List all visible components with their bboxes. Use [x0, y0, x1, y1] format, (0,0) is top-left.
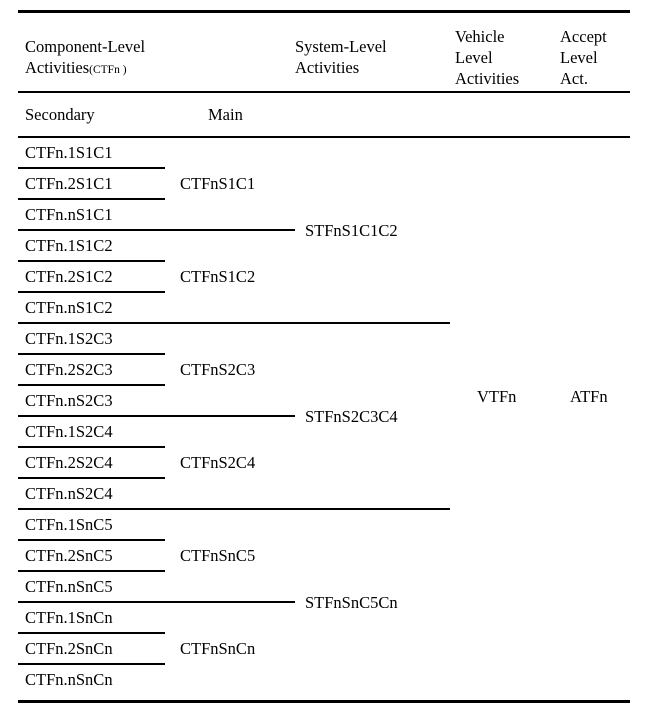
row-separator-rule [18, 353, 165, 355]
secondary-activity-cell: CTFn.1S1C1 [25, 143, 113, 162]
secondary-activity-cell: CTFn.1SnC5 [25, 515, 113, 534]
secondary-activity-cell: CTFn.nS2C4 [25, 484, 113, 503]
row-separator-rule [18, 539, 165, 541]
row-separator-rule [18, 663, 165, 665]
main-activity-cell: CTFnS1C1 [180, 174, 256, 193]
secondary-activity-cell: CTFn.nS1C2 [25, 298, 113, 317]
secondary-activity-cell: CTFn.nS1C1 [25, 205, 113, 224]
main-activity-cell: CTFnS2C3 [180, 360, 256, 379]
main-activity-cell: CTFnS1C2 [180, 267, 256, 286]
vehicle-activity-cell: VTFn [477, 387, 517, 406]
subheader-secondary: Secondary [25, 105, 95, 124]
secondary-activity-cell: CTFn.2S1C2 [25, 267, 113, 286]
system-activity-cell: STFnS1C1C2 [305, 221, 398, 240]
secondary-activity-cell: CTFn.2S1C1 [25, 174, 113, 193]
trio-separator-rule [18, 601, 295, 603]
header-separator-rule [18, 91, 630, 93]
column-header-component-label: Component-Level Activities [25, 37, 146, 77]
main-activity-cell: CTFnSnCn [180, 639, 256, 658]
secondary-activity-cell: CTFn.nSnCn [25, 670, 113, 689]
row-separator-rule [18, 632, 165, 634]
row-separator-rule [18, 260, 165, 262]
row-separator-rule [18, 570, 165, 572]
group-separator-rule [18, 508, 450, 510]
row-separator-rule [18, 291, 165, 293]
column-header-component-subscript: (CTFn ) [89, 64, 127, 76]
system-activity-cell: STFnS2C3C4 [305, 407, 398, 426]
main-activity-cell: CTFnSnC5 [180, 546, 256, 565]
row-separator-rule [18, 477, 165, 479]
row-separator-rule [18, 384, 165, 386]
main-activity-cell: CTFnS2C4 [180, 453, 256, 472]
trio-separator-rule [18, 229, 295, 231]
subheader-separator-rule [18, 136, 630, 138]
secondary-activity-cell: CTFn.1S2C4 [25, 422, 113, 441]
secondary-activity-cell: CTFn.1S1C2 [25, 236, 113, 255]
column-header-vehicle: Vehicle Level Activities [455, 27, 520, 88]
subheader-main: Main [208, 105, 243, 124]
secondary-activity-cell: CTFn.2SnCn [25, 639, 113, 658]
secondary-activity-cell: CTFn.nSnC5 [25, 577, 113, 596]
accept-activity-cell: ATFn [570, 387, 608, 406]
secondary-activity-cell: CTFn.2SnC5 [25, 546, 113, 565]
secondary-activity-cell: CTFn.nS2C3 [25, 391, 113, 410]
table-top-border [18, 10, 630, 13]
row-separator-rule [18, 198, 165, 200]
column-header-accept: Accept Level Act. [560, 27, 607, 88]
row-separator-rule [18, 167, 165, 169]
trio-separator-rule [18, 415, 295, 417]
table-bottom-border [18, 700, 630, 703]
secondary-activity-cell: CTFn.1S2C3 [25, 329, 113, 348]
secondary-activity-cell: CTFn.2S2C4 [25, 453, 113, 472]
secondary-activity-cell: CTFn.2S2C3 [25, 360, 113, 379]
system-activity-cell: STFnSnC5Cn [305, 593, 398, 612]
group-separator-rule [18, 322, 450, 324]
column-header-system: System-Level Activities [295, 37, 387, 77]
secondary-activity-cell: CTFn.1SnCn [25, 608, 113, 627]
row-separator-rule [18, 446, 165, 448]
column-header-component: Component-Level Activities(CTFn ) [25, 36, 145, 81]
